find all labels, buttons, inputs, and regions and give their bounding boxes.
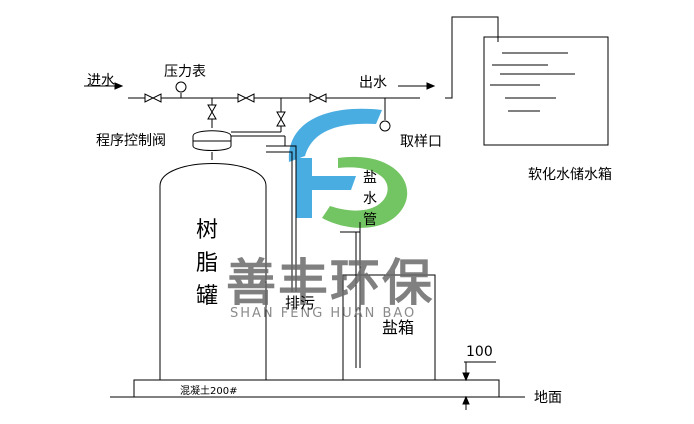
brine-pipe-char: 盐 [363, 170, 377, 186]
control-valve-label: 程序控制阀 [96, 133, 166, 149]
valve-icon [276, 111, 286, 127]
outlet-label: 出水 [359, 75, 387, 91]
valve-icon [144, 93, 162, 103]
brine-pipe-char: 管 [363, 212, 377, 228]
valve-icon [309, 93, 327, 103]
soft-water-tank [483, 36, 609, 146]
resin-tank-char: 树 [196, 218, 219, 243]
outlet-pipe [445, 16, 499, 99]
valve-icon [237, 93, 255, 103]
logo-name-cn: 善丰环保 [226, 254, 434, 312]
logo-name-pinyin: SHAN FENG HUAN BAO [230, 306, 417, 321]
salt-box-label: 盐箱 [382, 318, 415, 337]
valve-icon [207, 104, 217, 120]
pressure-gauge-icon [175, 81, 187, 93]
concrete-base-label: 混凝土200# [180, 386, 238, 397]
brine-pipe-char: 水 [363, 191, 377, 207]
pressure-gauge-label: 压力表 [164, 64, 206, 80]
sampling-port-icon [379, 120, 391, 132]
inlet-label: 进水 [87, 73, 115, 89]
soft-water-tank-label: 软化水储水箱 [528, 167, 612, 183]
company-logo [288, 108, 408, 228]
drain-pipe [266, 145, 297, 292]
sampling-port-label: 取样口 [400, 134, 442, 150]
brine-pipe-label: 盐 水 管 [363, 168, 377, 231]
ground-label: 地面 [534, 390, 562, 406]
resin-tank-char: 脂 [196, 251, 219, 276]
drain-label: 排污 [285, 294, 316, 312]
resin-tank [159, 163, 267, 381]
height-label: 100 [466, 344, 493, 360]
resin-tank-label: 树 脂 罐 [196, 214, 218, 313]
resin-tank-char: 罐 [196, 284, 219, 309]
